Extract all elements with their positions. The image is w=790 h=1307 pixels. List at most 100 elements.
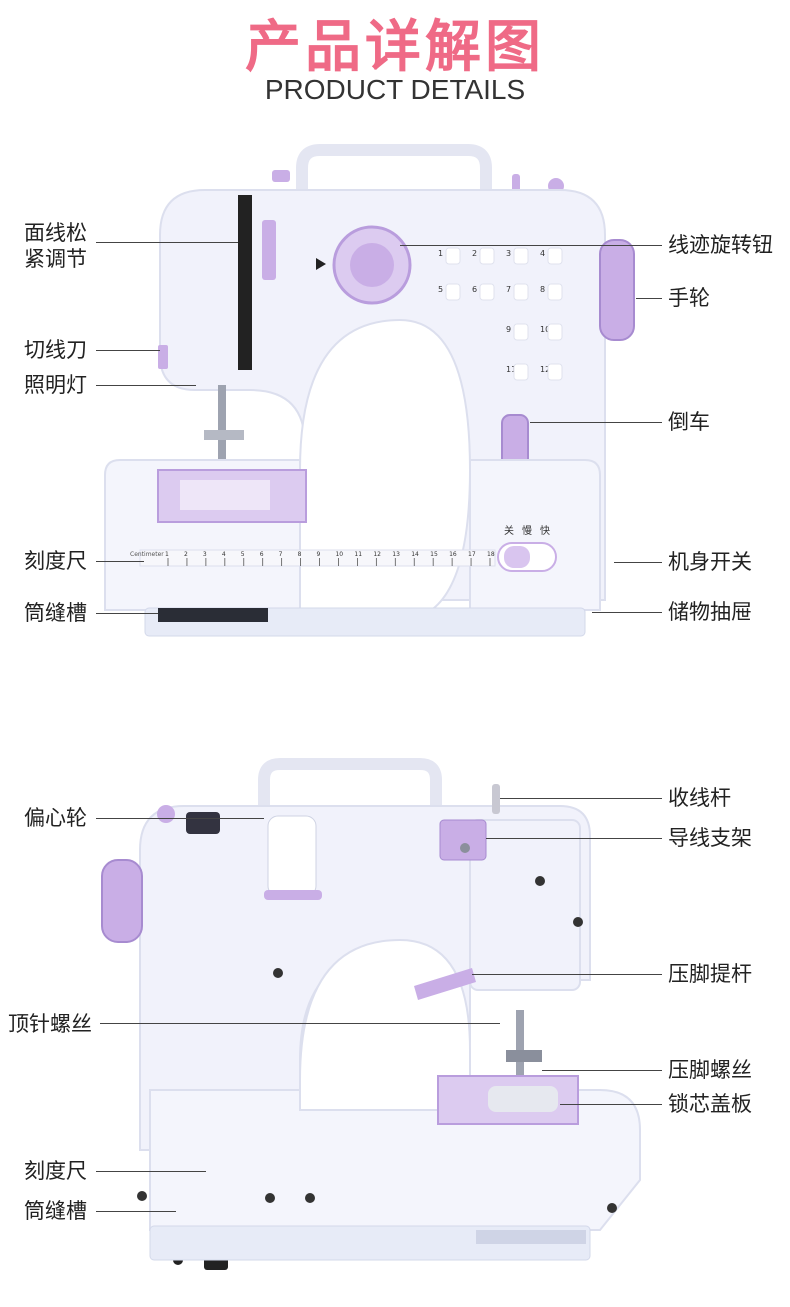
ruler-tick-label: 16	[449, 551, 457, 558]
presser-foot-screw	[204, 430, 244, 440]
thread-spool	[267, 815, 317, 897]
needle-bar	[218, 385, 226, 465]
leader-light	[96, 385, 196, 386]
stitch-pattern-icon	[547, 363, 563, 381]
stitch-pattern-icon	[547, 247, 563, 265]
leader-top-screw	[100, 1023, 500, 1024]
leader-stitch-dial	[400, 245, 662, 246]
stitch-number: 12	[540, 365, 550, 374]
stitch-number: 3	[506, 249, 511, 258]
thread-guide-bracket	[439, 819, 487, 861]
label-stitch-dial: 线迹旋转钮	[668, 233, 773, 257]
label-ruler-back: 刻度尺	[24, 1159, 87, 1183]
thread-guide-screw	[460, 843, 470, 853]
stitch-pattern-icon	[513, 283, 529, 301]
stitch-number: 2	[472, 249, 477, 258]
label-handwheel: 手轮	[668, 286, 710, 310]
eccentric-slot	[186, 812, 220, 834]
stitch-pattern-icon	[513, 363, 529, 381]
switch-label-slow: 慢	[522, 525, 532, 537]
leader-presser-screw	[542, 1070, 662, 1071]
stitch-pattern-icon	[547, 323, 563, 341]
power-switch-knob	[504, 546, 530, 568]
leader-ruler-back	[96, 1171, 206, 1172]
stitch-number: 1	[438, 249, 443, 258]
leader-presser-lever	[472, 974, 662, 975]
label-top-screw: 顶针螺丝	[8, 1012, 92, 1036]
stitch-number: 9	[506, 325, 511, 334]
ruler-tick-label: 18	[487, 551, 495, 558]
stitch-pattern-icon	[547, 283, 563, 301]
ruler-tick-label: 1	[165, 551, 169, 558]
carry-handle	[296, 144, 492, 201]
leader-sleeve-slot-back	[96, 1211, 176, 1212]
leader-take-up-lever	[500, 798, 662, 799]
label-ruler: 刻度尺	[24, 549, 87, 573]
carry-handle-back	[258, 758, 442, 816]
stitch-number: 11	[506, 365, 516, 374]
leader-storage-drawer	[592, 612, 662, 613]
label-power-switch: 机身开关	[668, 550, 752, 574]
stitch-pattern-icon	[445, 247, 461, 265]
stitch-pattern-icon	[479, 247, 495, 265]
page-subtitle: PRODUCT DETAILS	[264, 74, 526, 105]
leader-thread-cutter	[96, 350, 160, 351]
stitch-number: 4	[540, 249, 545, 258]
label-light: 照明灯	[24, 373, 87, 397]
stitch-pattern-icon	[445, 283, 461, 301]
ruler-tick-label: 12	[373, 551, 381, 558]
ruler-tick-label: 10	[335, 551, 343, 558]
leader-ruler	[96, 561, 144, 562]
eccentric-shape	[157, 805, 175, 823]
tension-wheel	[262, 220, 276, 280]
dial-arrow	[316, 258, 326, 270]
leader-eccentric	[96, 818, 264, 819]
sleeve-slot-back-shape	[476, 1230, 586, 1244]
label-thread-tension: 面线松 紧调节	[24, 221, 87, 271]
ruler-tick-label: 8	[298, 551, 302, 558]
leader-thread-tension	[96, 242, 238, 243]
switch-label-off: 关	[504, 524, 514, 537]
spool-holder	[264, 890, 322, 900]
bobbin-cover-shape	[488, 1086, 558, 1112]
take-up-lever-shape	[492, 784, 500, 814]
ruler-strip	[139, 549, 496, 567]
leader-sleeve-slot	[96, 613, 158, 614]
label-presser-screw: 压脚螺丝	[668, 1058, 752, 1082]
sleeve-slot-shape	[158, 608, 268, 622]
ruler-tick-label: 2	[184, 551, 188, 558]
ruler-tick-label: 7	[279, 551, 283, 558]
label-reverse: 倒车	[668, 410, 710, 434]
leader-thread-guide	[486, 838, 662, 839]
arm-opening	[299, 318, 472, 621]
stitch-number: 10	[540, 325, 550, 334]
handwheel-shape	[599, 239, 635, 341]
ruler-tick-label: 4	[222, 551, 226, 558]
stitch-number: 8	[540, 285, 545, 294]
label-presser-lever: 压脚提杆	[668, 962, 752, 986]
stitch-pattern-icon	[513, 323, 529, 341]
ruler-tick-label: 13	[392, 551, 400, 558]
ruler-tick-label: 17	[468, 551, 476, 558]
back-view-illustration	[101, 758, 641, 1270]
label-sleeve-slot: 筒缝槽	[24, 601, 87, 625]
label-sleeve-slot-back: 筒缝槽	[24, 1199, 87, 1223]
stitch-number: 7	[506, 285, 511, 294]
label-storage-drawer: 储物抽屉	[668, 600, 752, 624]
handwheel-back	[101, 859, 143, 943]
presser-lever-shape	[414, 968, 476, 1000]
switch-label-fast: 快	[540, 525, 550, 537]
stitch-number: 5	[438, 285, 443, 294]
needle-bar-back	[516, 1010, 524, 1080]
spool-pin-left	[272, 170, 290, 182]
leader-bobbin-cover	[560, 1104, 662, 1105]
label-thread-guide: 导线支架	[668, 826, 752, 850]
leader-power-switch	[614, 562, 662, 563]
label-take-up-lever: 收线杆	[668, 786, 731, 810]
ruler-caption: Centimeter	[130, 551, 164, 558]
tension-slot	[238, 195, 252, 370]
ruler-tick-label: 11	[354, 551, 362, 558]
leader-reverse	[530, 422, 662, 423]
label-eccentric: 偏心轮	[24, 806, 87, 830]
